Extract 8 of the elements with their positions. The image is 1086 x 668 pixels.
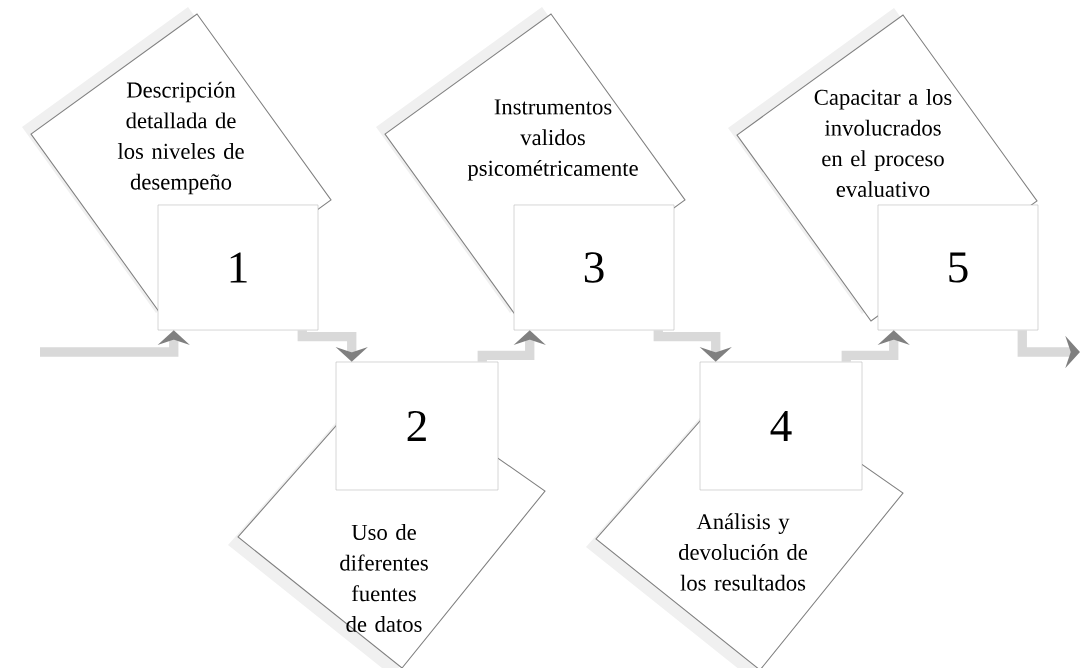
number-box: 2 (335, 361, 499, 491)
chevron-arrow (297, 330, 368, 362)
number-box: 1 (157, 204, 319, 331)
chevron-arrow (653, 330, 732, 362)
number-box: 3 (513, 204, 675, 331)
number-box: 5 (877, 204, 1039, 331)
number-box: 4 (699, 361, 863, 491)
node-label: Análisis y devolución de los resultados (678, 513, 808, 591)
